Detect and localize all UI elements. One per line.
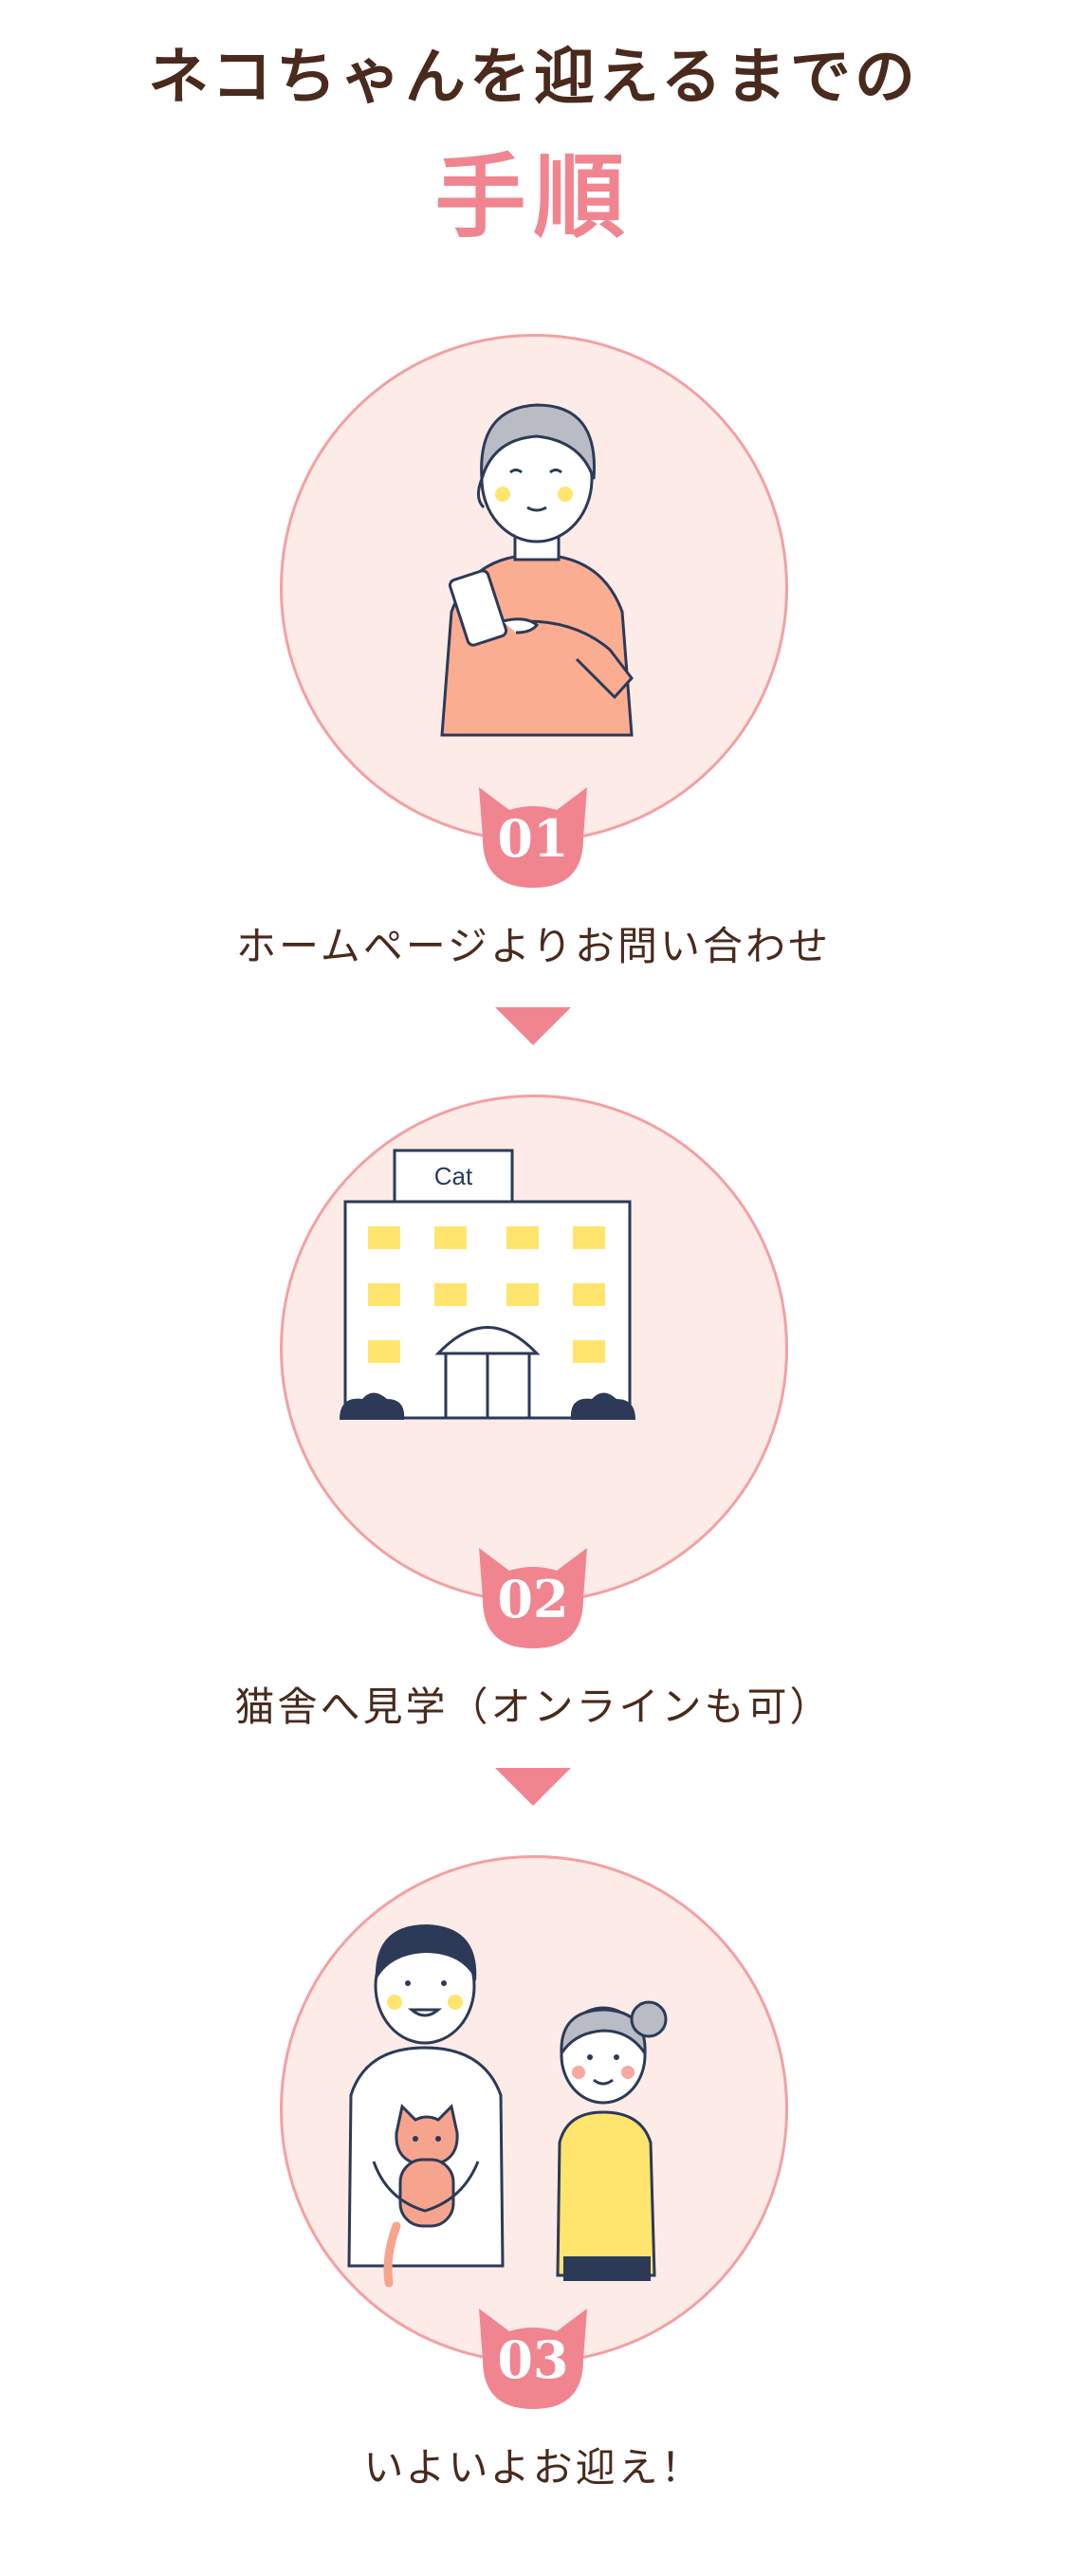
step-3: 03 いよいよお迎え！ — [0, 1855, 1067, 2576]
arrow-down-icon — [495, 1007, 571, 1045]
couple-with-cat-icon — [347, 1924, 668, 2288]
cat-building-icon: Cat — [340, 1149, 635, 1420]
step-3-number: 03 — [497, 2329, 569, 2390]
step-2-number: 02 — [497, 1569, 569, 1629]
step-2-circle: Cat — [280, 1095, 788, 1603]
svg-text:Cat: Cat — [434, 1162, 473, 1190]
step-2: Cat 02 猫舎へ見学（オンラインも可） — [0, 1095, 1067, 1815]
step-2-badge — [479, 1548, 587, 1648]
step-3-circle — [280, 1855, 788, 2364]
step-1: 01 ホームページよりお問い合わせ — [0, 334, 1067, 1055]
arrow-down-icon — [495, 1768, 571, 1806]
step-1-badge — [479, 787, 587, 888]
step-1-number: 01 — [497, 808, 569, 869]
step-2-label: 猫舎へ見学（オンラインも可） — [234, 1684, 833, 1730]
page-title: ネコちゃんを迎えるまでの — [148, 43, 919, 113]
person-with-smartphone-icon — [440, 403, 634, 737]
step-1-label: ホームページよりお問い合わせ — [235, 923, 832, 969]
step-1-circle — [280, 334, 788, 842]
step-3-label: いよいよお迎え！ — [363, 2444, 704, 2491]
step-3-badge — [479, 2309, 587, 2409]
page-title-accent: 手順 — [434, 143, 633, 250]
